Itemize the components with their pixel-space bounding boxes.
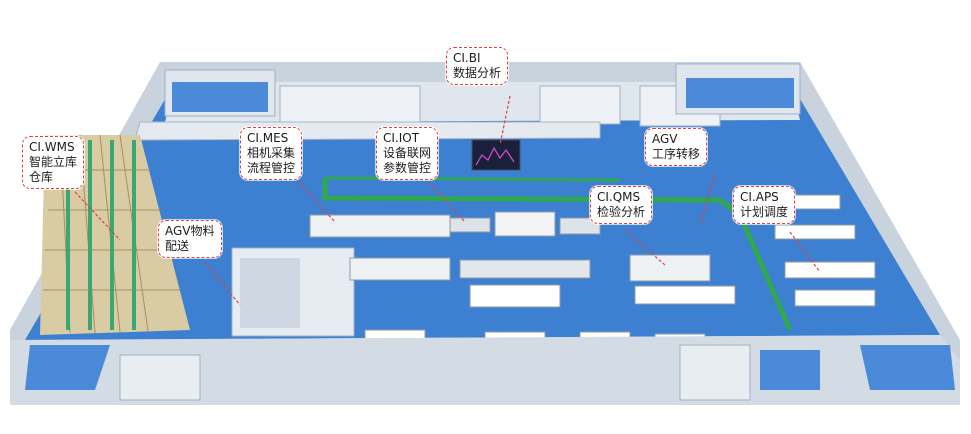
callout-qms-line2: 检验分析 xyxy=(597,205,646,219)
leader-line xyxy=(624,229,666,266)
callout-bi: CI.BI 数据分析 xyxy=(446,47,509,85)
callout-iot: CI.IOT 设备联网 参数管控 xyxy=(376,127,439,180)
callout-aps-line1: CI.APS xyxy=(740,190,779,204)
callout-bi-line2: 数据分析 xyxy=(453,66,502,80)
callout-iot-line2: 设备联网 xyxy=(383,146,432,160)
front-room xyxy=(679,344,751,401)
callout-qms-line1: CI.QMS xyxy=(597,190,641,204)
front-room-floor xyxy=(760,350,820,390)
bi-dashboard-screen xyxy=(471,139,521,171)
callout-agv-transfer-line2: 工序转移 xyxy=(652,147,701,161)
callout-bi-line1: CI.BI xyxy=(453,51,481,65)
callout-aps-line2: 计划调度 xyxy=(740,205,789,219)
production-line-1 xyxy=(309,211,601,238)
callout-agv-delivery-line2: 配送 xyxy=(165,239,190,253)
back-room xyxy=(539,85,621,125)
agv-room-floor xyxy=(240,258,300,328)
leader-line xyxy=(74,191,121,241)
leader-line xyxy=(789,231,821,273)
storage-rack-green-bars xyxy=(66,140,136,330)
agv-path xyxy=(322,178,793,331)
callout-aps: CI.APS 计划调度 xyxy=(733,186,796,224)
staircase xyxy=(25,345,110,390)
callout-qms: CI.QMS 检验分析 xyxy=(590,186,653,224)
callout-agv-transfer: AGV 工序转移 xyxy=(645,128,708,166)
leader-line xyxy=(499,95,511,146)
staircase xyxy=(860,345,955,390)
callout-agv-transfer-line1: AGV xyxy=(652,132,678,146)
production-line-2 xyxy=(349,257,591,308)
qms-line xyxy=(629,254,736,305)
callout-mes-line2: 相机采集 xyxy=(247,146,296,160)
callout-agv-delivery: AGV物料 配送 xyxy=(158,220,222,258)
callout-iot-line3: 参数管控 xyxy=(383,161,432,175)
callout-wms-line1: CI.WMS xyxy=(29,140,75,154)
callout-iot-line1: CI.IOT xyxy=(383,131,420,145)
corner-room-floor xyxy=(172,82,268,112)
callout-agv-delivery-line1: AGV物料 xyxy=(165,224,215,238)
callout-wms: CI.WMS 智能立库 仓库 xyxy=(22,136,85,189)
corner-room-floor xyxy=(686,78,794,108)
callout-mes-line3: 流程管控 xyxy=(247,161,296,175)
bi-dashboard-chart xyxy=(475,146,515,166)
leader-line xyxy=(204,261,241,306)
partition-wall xyxy=(134,121,601,141)
leader-line xyxy=(699,174,716,226)
front-room xyxy=(119,354,201,401)
callout-mes-line1: CI.MES xyxy=(247,131,289,145)
agv-path xyxy=(324,176,621,182)
callout-mes: CI.MES 相机采集 流程管控 xyxy=(240,127,303,180)
callout-wms-line3: 仓库 xyxy=(29,170,54,184)
back-room xyxy=(279,85,421,123)
aps-stations xyxy=(769,194,876,307)
callout-wms-line2: 智能立库 xyxy=(29,155,78,169)
